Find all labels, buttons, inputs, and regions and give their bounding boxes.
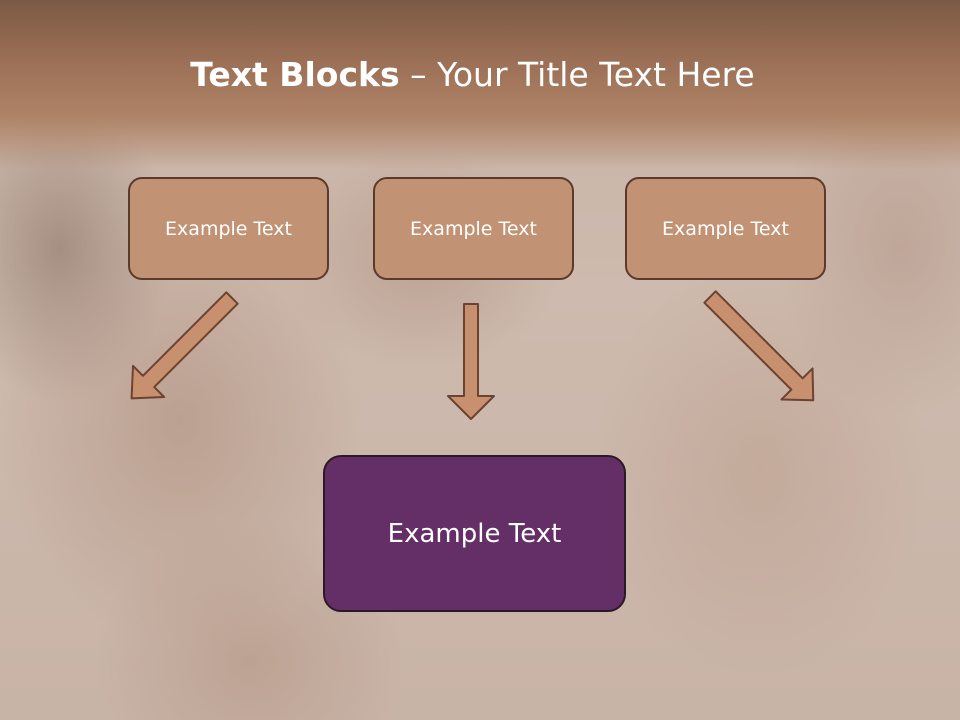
main-text-block-label: Example Text [387,518,562,549]
arrow-right-icon [703,290,815,402]
text-block-2[interactable]: Example Text [373,177,574,280]
text-block-1-label: Example Text [165,217,292,240]
arrow-left-icon [130,291,239,400]
title-bold: Text Blocks [190,55,400,94]
title-band [0,0,960,170]
text-block-3-label: Example Text [662,217,789,240]
title-rest: Your Title Text Here [437,55,755,94]
text-block-1[interactable]: Example Text [128,177,329,280]
main-text-block[interactable]: Example Text [323,455,626,612]
arrow-down-icon [447,303,495,420]
title-separator: – [399,55,438,94]
text-block-2-label: Example Text [410,217,537,240]
slide-title: Text Blocks – Your Title Text Here [0,52,945,98]
text-block-3[interactable]: Example Text [625,177,826,280]
